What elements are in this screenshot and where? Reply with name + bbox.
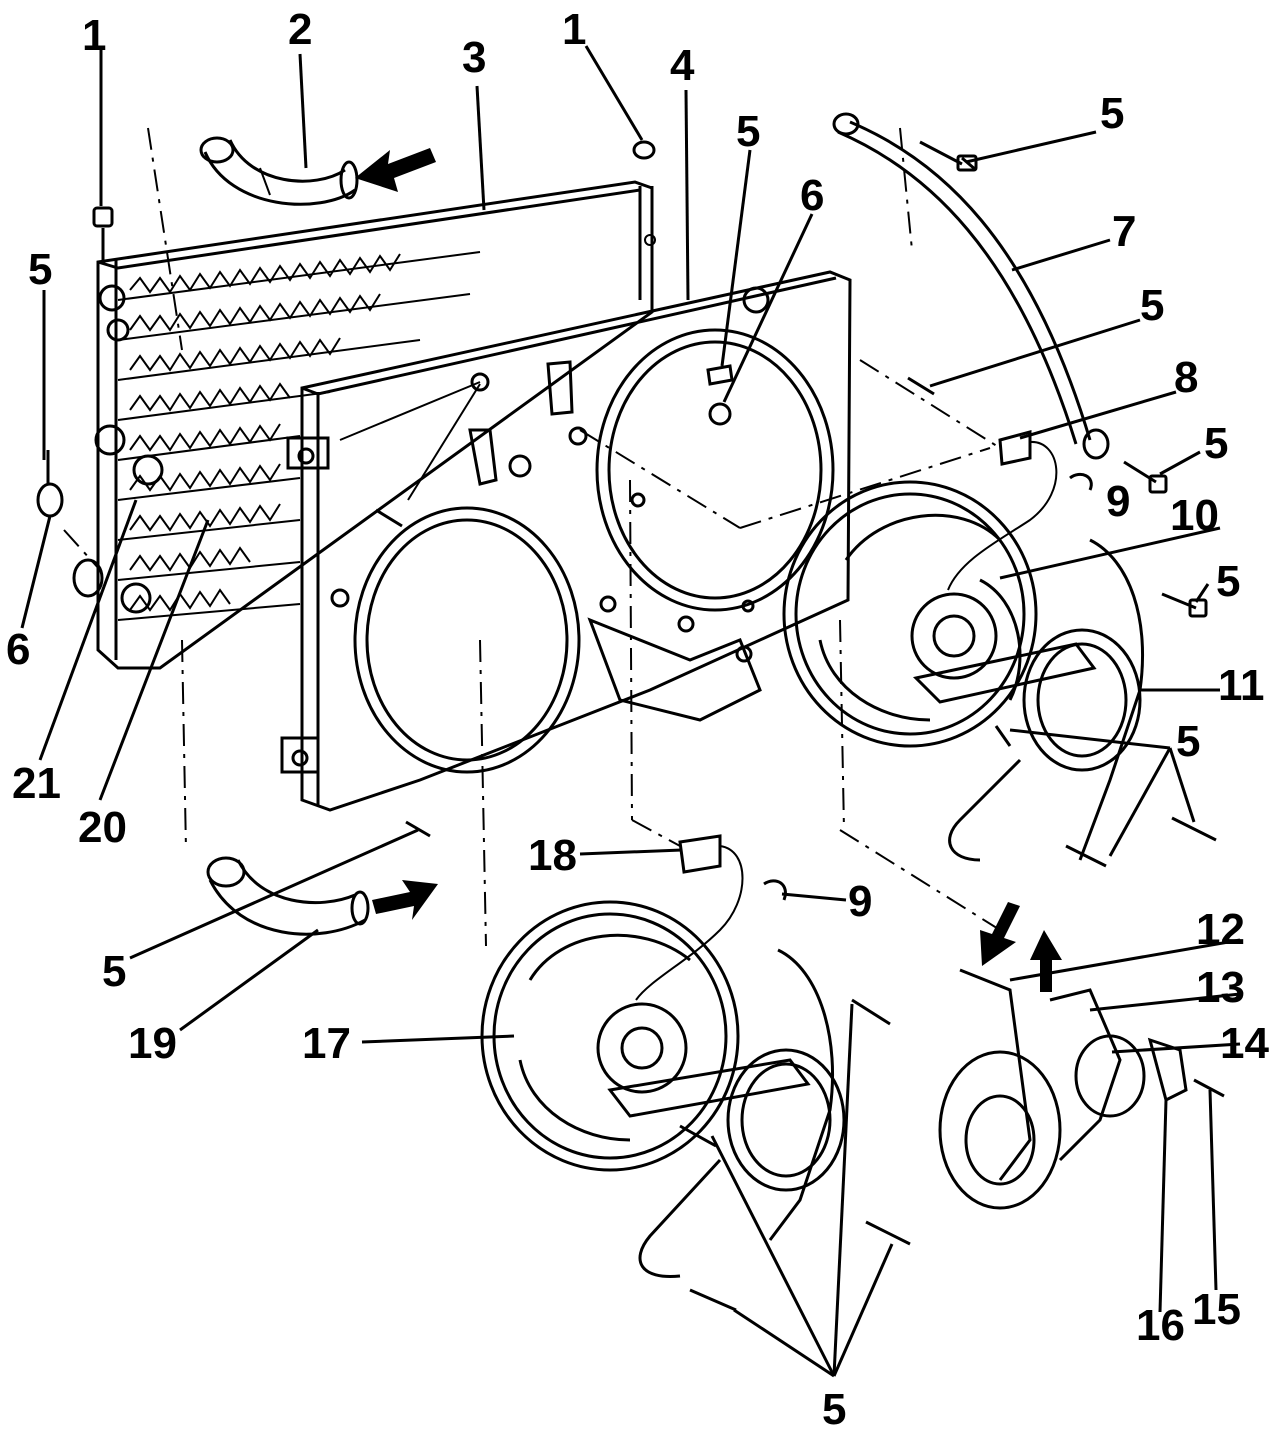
- callout-5i: 5: [822, 1385, 846, 1434]
- callout-2: 2: [288, 5, 312, 54]
- leader-lines: [20, 45, 1241, 1378]
- callout-21: 21: [12, 759, 61, 808]
- callout-14: 14: [1220, 1019, 1269, 1068]
- right-fan: [782, 430, 1144, 862]
- callout-5b: 5: [1100, 89, 1124, 138]
- callout-9a: 9: [1106, 477, 1130, 526]
- callout-11: 11: [1218, 661, 1265, 710]
- fan-shroud: [280, 270, 852, 812]
- callout-5g: 5: [1176, 717, 1200, 766]
- callout-5f: 5: [28, 245, 52, 294]
- left-fan: [480, 834, 846, 1278]
- lower-hose: [206, 856, 370, 936]
- callout-15: 15: [1192, 1285, 1241, 1334]
- callout-6b: 6: [6, 625, 30, 674]
- bolts: [36, 140, 1225, 1312]
- callout-12: 12: [1196, 905, 1245, 954]
- callout-6a: 6: [800, 171, 824, 220]
- radiator: [72, 180, 656, 670]
- callout-3: 3: [462, 33, 486, 82]
- callout-17: 17: [302, 1019, 351, 1068]
- connecting-hose: [832, 112, 1110, 460]
- callout-labels: 1 2 3 1 4 5 5 6 7 5 8 5 9 10 5 5 6 11 5 …: [6, 5, 1269, 1434]
- callout-13: 13: [1196, 963, 1245, 1012]
- callout-1a: 1: [82, 11, 106, 60]
- callout-1b: 1: [562, 5, 586, 54]
- auxiliary-pump: [938, 968, 1188, 1210]
- callout-16: 16: [1136, 1301, 1185, 1350]
- upper-hose: [199, 136, 359, 206]
- callout-8: 8: [1174, 353, 1198, 402]
- callout-5d: 5: [1204, 419, 1228, 468]
- callout-18: 18: [528, 831, 577, 880]
- callout-20: 20: [78, 803, 127, 852]
- callout-7: 7: [1112, 207, 1136, 256]
- alignment-lines: [63, 127, 1001, 947]
- flow-arrows: [355, 148, 1062, 992]
- callout-4: 4: [670, 41, 695, 90]
- callout-5e: 5: [1216, 557, 1240, 606]
- callout-10: 10: [1170, 491, 1219, 540]
- callout-9b: 9: [848, 877, 872, 926]
- callout-19: 19: [128, 1019, 177, 1068]
- callout-5c: 5: [1140, 281, 1164, 330]
- callout-5h: 5: [102, 947, 126, 996]
- callout-5a: 5: [736, 107, 760, 156]
